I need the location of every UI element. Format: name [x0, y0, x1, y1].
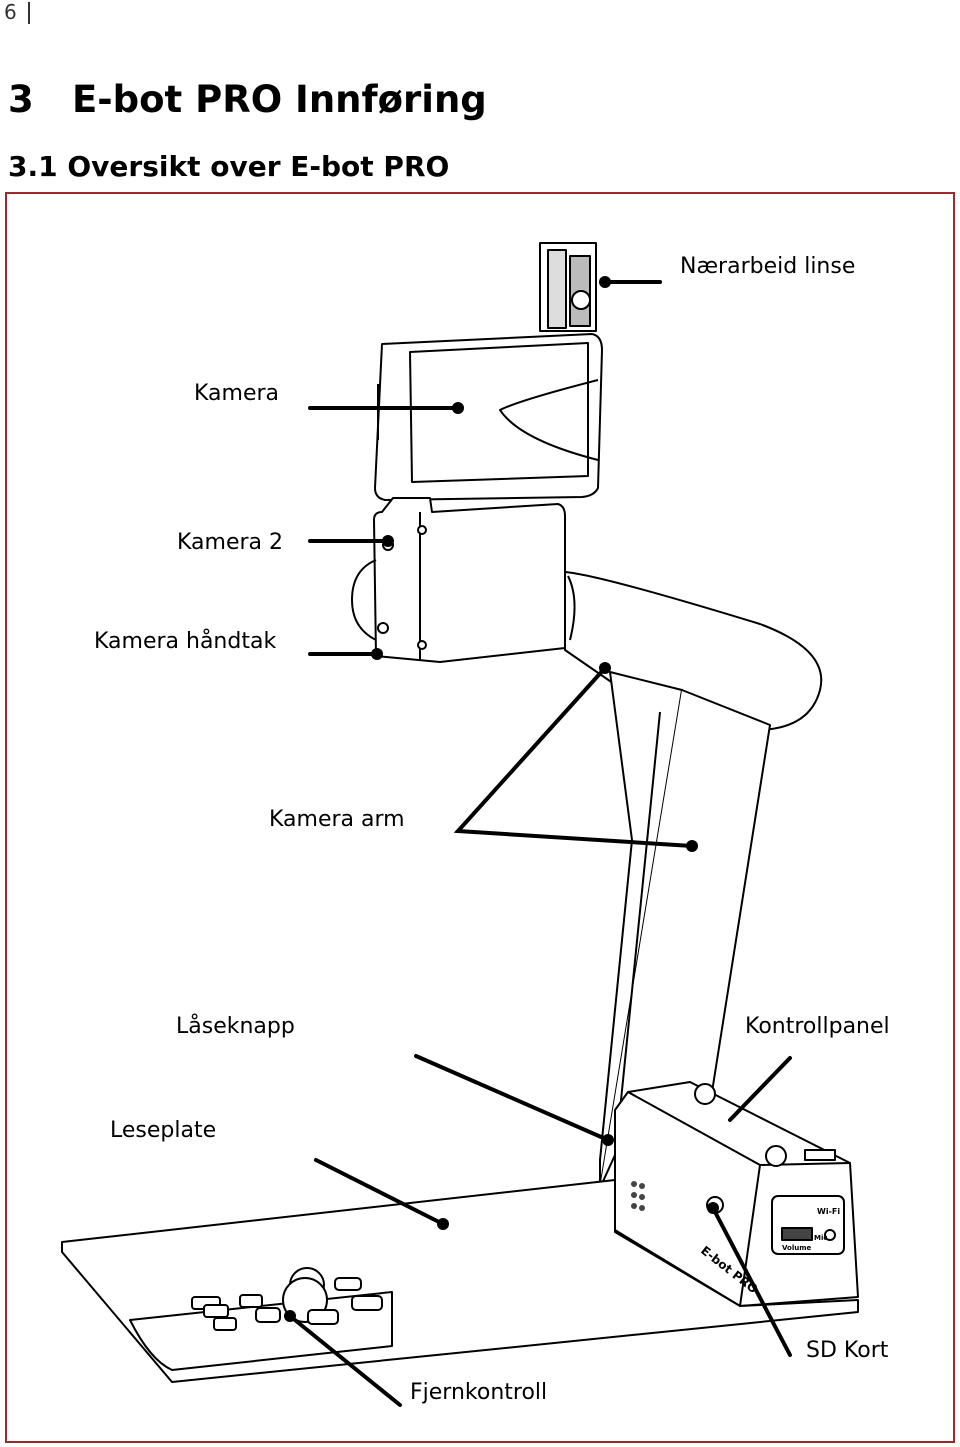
mic-marking: Mic — [814, 1234, 828, 1242]
camera-arm-label: Kamera arm — [269, 807, 405, 832]
sd-card-label: SD Kort — [806, 1338, 889, 1363]
remote-part — [191, 1267, 383, 1331]
remote-callout-dot — [284, 1310, 296, 1322]
sd-leader-line — [711, 1206, 792, 1357]
reading-plate-label: Leseplate — [110, 1118, 217, 1143]
remote-label: Fjernkontroll — [410, 1380, 548, 1405]
section-number: 3 — [8, 78, 34, 121]
camera-label: Kamera — [194, 381, 280, 406]
lock-callout-dot — [602, 1134, 614, 1146]
lens-callout-dot — [599, 276, 611, 288]
plate-callout-dot — [437, 1218, 449, 1230]
sd-callout-dot — [707, 1202, 719, 1214]
control-panel-label: Kontrollpanel — [745, 1014, 890, 1039]
arm-leader-line — [453, 666, 694, 848]
subsection-heading: 3.1 Oversikt over E-bot PRO — [8, 150, 450, 183]
panel-leader-line — [728, 1056, 792, 1122]
close-lens-label: Nærarbeid linse — [680, 254, 856, 279]
lock-leader-line — [414, 1054, 610, 1142]
lock-button-label: Låseknapp — [176, 1014, 295, 1039]
camera-handle-label: Kamera håndtak — [94, 629, 277, 654]
arm-callout-dot-lower — [686, 840, 698, 852]
camera-body — [374, 333, 603, 501]
close-lens-part — [539, 242, 597, 332]
remote-leader-line — [288, 1314, 402, 1407]
volume-marking: Volume — [782, 1244, 812, 1252]
handle-callout-dot — [371, 648, 383, 660]
plate-leader-line — [314, 1158, 445, 1226]
camera-callout-dot — [452, 402, 464, 414]
section-heading: 3 E-bot PRO Innføring — [8, 78, 487, 121]
camera2-callout-dot — [382, 535, 394, 547]
figure-frame — [5, 192, 955, 1443]
page-number: 6 — [4, 0, 17, 24]
camera2-body — [351, 497, 566, 663]
base-unit — [614, 1081, 859, 1307]
arm-callout-dot-upper — [599, 662, 611, 674]
section-title: E-bot PRO Innføring — [72, 78, 487, 121]
page-number-divider — [28, 2, 30, 24]
wifi-marking: Wi-Fi — [817, 1207, 840, 1216]
camera2-label: Kamera 2 — [177, 530, 284, 555]
